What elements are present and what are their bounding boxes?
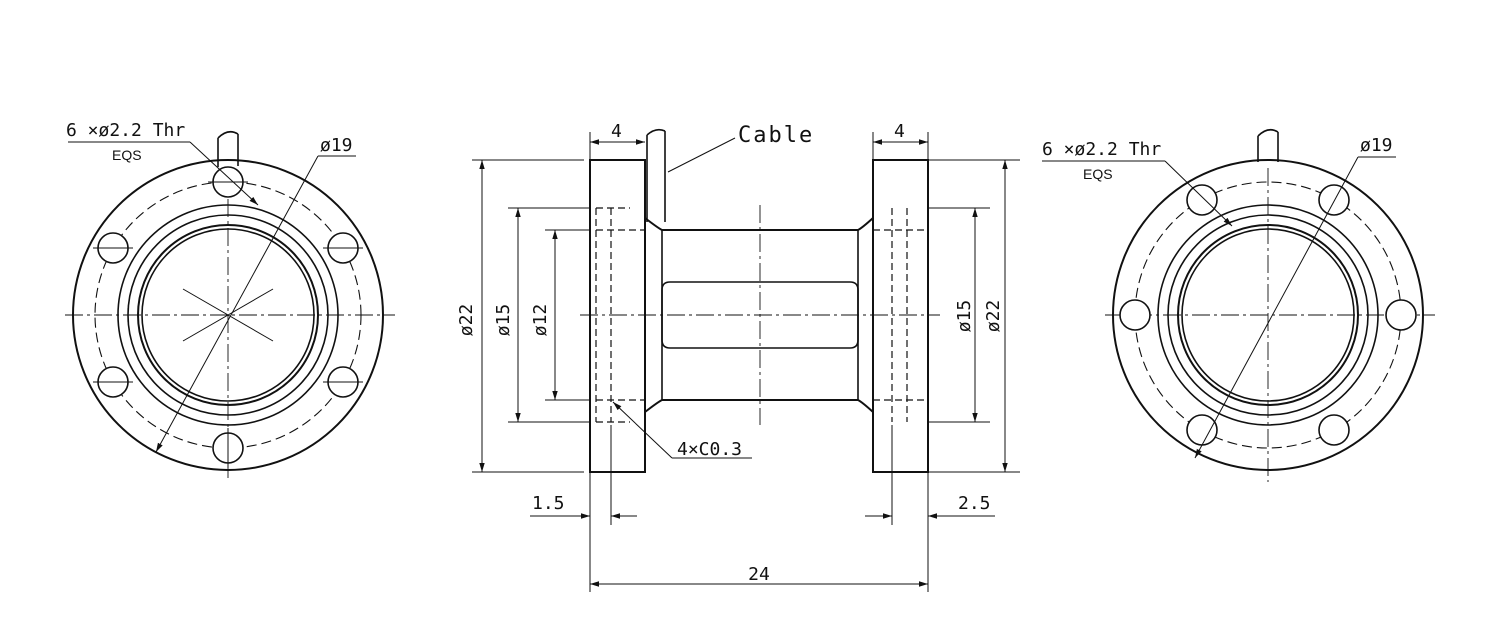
right-bolt-hole <box>1186 414 1218 446</box>
body-bottom-edge <box>644 399 874 413</box>
left-pitch-circle <box>94 181 362 449</box>
dim-1-5-label: 1.5 <box>532 493 565 514</box>
overall-length-label: 24 <box>748 564 770 585</box>
left-flange-outer-circle <box>72 159 384 471</box>
right-bolt-hole <box>1318 414 1350 446</box>
right-bolt-hole <box>1119 299 1151 331</box>
dia-22-right-label: ø22 <box>983 300 1004 333</box>
flange-width-right-label: 4 <box>894 121 905 142</box>
cable-leader <box>667 137 736 173</box>
right-holes-note: 6 ×ø2.2 Thr <box>1042 139 1161 160</box>
flange-width-left-label: 4 <box>611 121 622 142</box>
right-bolt-hole <box>1318 184 1350 216</box>
right-bolt-hole <box>1186 184 1218 216</box>
chamfer-label: 4×C0.3 <box>677 439 742 460</box>
left-cable-stub <box>217 130 239 167</box>
dia-22-left-label: ø22 <box>456 304 477 337</box>
body-pocket <box>661 281 859 349</box>
left-pcd-leader <box>155 155 319 453</box>
side-view: Cable 4 4 ø22 ø15 ø12 ø15 ø22 4 <box>456 121 1020 592</box>
right-circle-ring <box>1167 214 1369 416</box>
right-flange-outer-circle <box>1112 159 1424 471</box>
right-pcd-label: ø19 <box>1360 135 1393 156</box>
right-flange <box>872 159 929 473</box>
chamfer-leader <box>612 401 673 459</box>
cable <box>646 128 666 222</box>
dia-15-right-label: ø15 <box>954 300 975 333</box>
dim-2-5-label: 2.5 <box>958 493 991 514</box>
left-bore-inner-circle <box>141 228 315 402</box>
left-circle-ring <box>117 204 339 426</box>
left-holes-note: 6 ×ø2.2 Thr <box>66 120 185 141</box>
right-cable-stub <box>1257 128 1279 162</box>
body-top-edge <box>644 217 874 231</box>
right-bore-inner-circle <box>1181 228 1355 402</box>
left-circle-ring <box>127 214 329 416</box>
left-pcd-label: ø19 <box>320 135 353 156</box>
cable-label: Cable <box>738 123 814 148</box>
right-eqs-label: EQS <box>1083 166 1113 182</box>
left-bore-circle <box>137 224 319 406</box>
right-end-view: 6 ×ø2.2 Thr EQS ø19 <box>1042 128 1435 482</box>
right-bolt-hole <box>1385 299 1417 331</box>
right-circle-ring <box>1157 204 1379 426</box>
right-pcd-leader <box>1194 156 1359 459</box>
left-radial-line <box>182 288 274 342</box>
right-note-leader <box>1164 160 1233 227</box>
left-note-leader <box>189 141 259 206</box>
right-bore-circle <box>1177 224 1359 406</box>
left-end-view: 6 ×ø2.2 Thr EQS ø19 <box>65 120 395 482</box>
dia-15-left-label: ø15 <box>493 304 514 337</box>
left-eqs-label: EQS <box>112 147 142 163</box>
dia-12-label: ø12 <box>530 304 551 337</box>
